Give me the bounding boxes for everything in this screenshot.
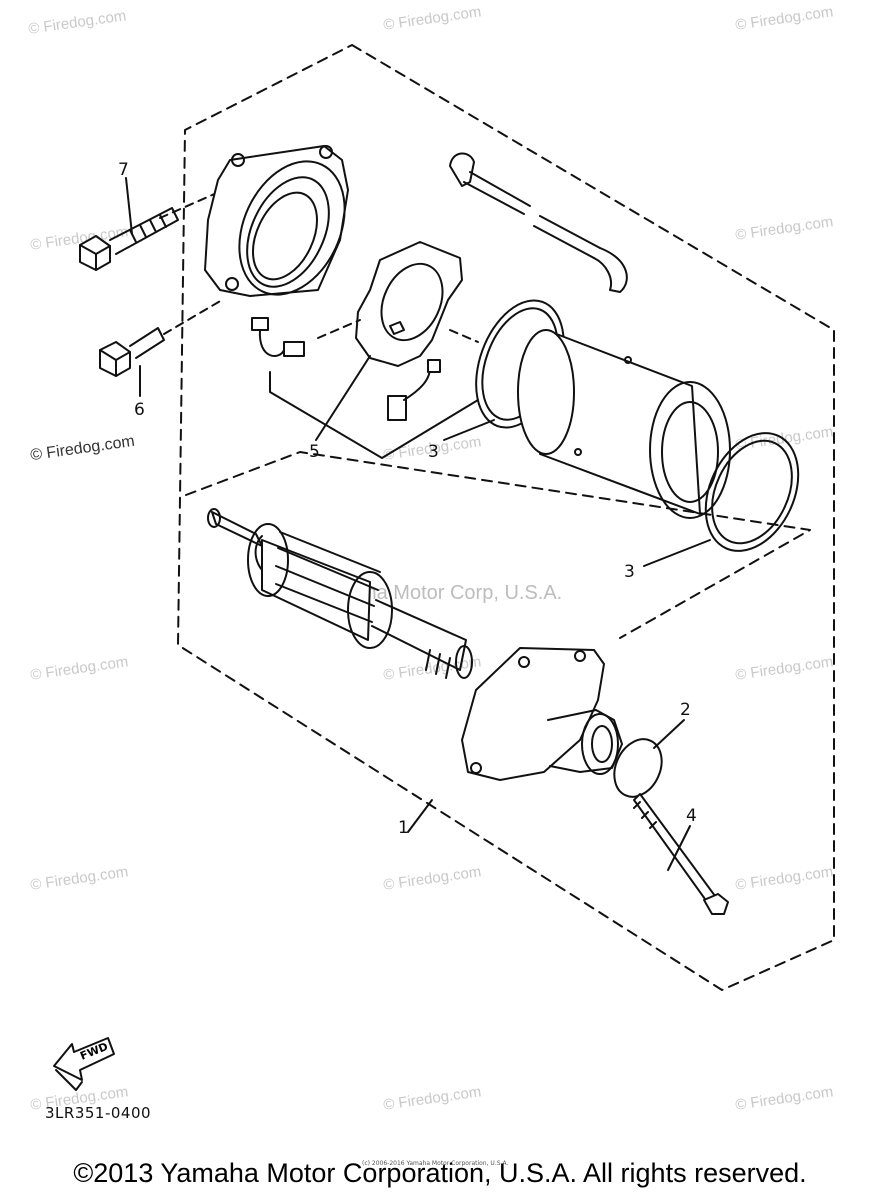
o-ring-2 xyxy=(613,738,663,798)
leader-2 xyxy=(653,719,685,749)
callout-5: 5 xyxy=(309,442,320,462)
tiny-copyright-note: (c) 2006-2016 Yamaha Motor Corporation, … xyxy=(362,1160,509,1167)
brush-bottom xyxy=(387,359,441,421)
bracket-5 xyxy=(269,371,479,459)
bolt-6 xyxy=(99,327,165,377)
lead-tube xyxy=(449,152,628,293)
brush-top xyxy=(251,317,305,357)
through-bolt-4 xyxy=(633,793,729,915)
front-cover xyxy=(461,647,623,781)
part-code: 3LR351-0400 xyxy=(45,1104,152,1122)
callout-2: 2 xyxy=(680,700,691,720)
fwd-arrow-icon xyxy=(53,1037,115,1091)
brush-plate-5 xyxy=(355,241,463,367)
leader-6b xyxy=(163,299,223,335)
leader-5 xyxy=(315,355,371,441)
yoke xyxy=(517,329,731,519)
callout-6: 6 xyxy=(134,400,145,420)
leader-3a xyxy=(443,419,495,441)
dash-5 xyxy=(317,319,361,339)
callout-3b: 3 xyxy=(624,562,635,582)
leader-1 xyxy=(407,799,433,833)
o-ring-3b-inner xyxy=(711,439,793,545)
callout-3a: 3 xyxy=(428,442,439,462)
dash-3a xyxy=(449,329,479,343)
leader-4 xyxy=(667,825,691,871)
leader-3b xyxy=(643,539,711,567)
copyright-footer: ©2013 Yamaha Motor Corporation, U.S.A. A… xyxy=(73,1158,807,1188)
rear-cover xyxy=(204,145,349,297)
inner-boundary-dashed xyxy=(185,451,811,639)
armature xyxy=(207,508,473,679)
o-ring-3b xyxy=(704,432,800,552)
leader-7 xyxy=(125,177,133,235)
callout-7: 7 xyxy=(118,160,129,180)
bolt-7 xyxy=(79,207,179,271)
assembly-boundary-dashed xyxy=(177,44,835,991)
callout-1: 1 xyxy=(398,818,409,838)
callout-4: 4 xyxy=(686,806,697,826)
